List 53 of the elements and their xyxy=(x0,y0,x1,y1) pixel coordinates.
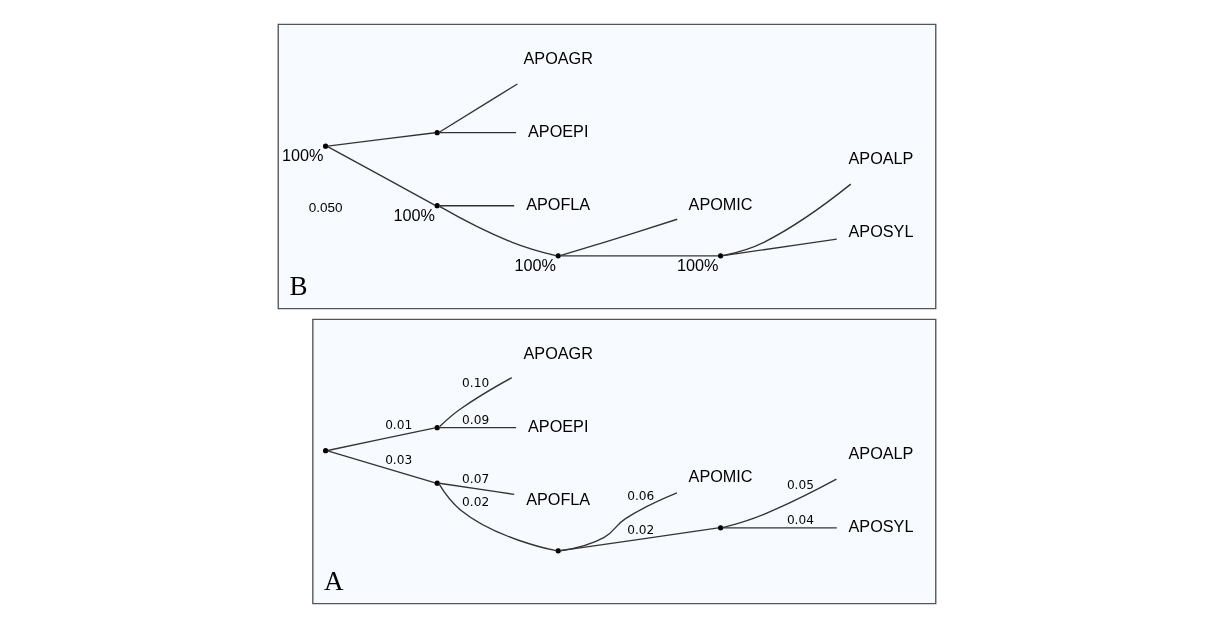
connector xyxy=(438,205,515,207)
node-point xyxy=(434,203,440,209)
node-point xyxy=(555,548,561,554)
node-text: APOEPI xyxy=(528,416,589,435)
edge-label: 0.04 xyxy=(786,513,814,528)
edge-label: 0.03 xyxy=(385,453,413,468)
node-text: APOALP xyxy=(848,148,914,167)
node-label: 100% xyxy=(514,255,557,274)
label: 0.050 xyxy=(308,199,343,215)
connector xyxy=(438,205,557,257)
connector xyxy=(721,183,852,257)
node-text: APOAGR xyxy=(523,343,593,362)
node-label: 100% xyxy=(676,255,719,274)
node-point xyxy=(322,448,329,454)
node-text: APOMIC xyxy=(688,194,753,213)
connector xyxy=(438,482,515,496)
node-label: 100% xyxy=(393,205,435,224)
node-text: APOSYL xyxy=(848,222,914,240)
node-text: APOAGR xyxy=(523,48,593,67)
edge-label: 0.09 xyxy=(462,412,490,427)
node-point xyxy=(555,253,561,259)
edge-label: 0.10 xyxy=(462,376,490,391)
edge-label: 0.05 xyxy=(786,477,814,492)
node-point xyxy=(434,130,440,136)
node-text: APOFLA xyxy=(526,194,591,213)
edge-label: 0.02 xyxy=(462,495,490,510)
connector xyxy=(438,83,519,133)
edge-label: 0.06 xyxy=(627,488,655,503)
node-text: APOFLA xyxy=(526,489,591,508)
connector xyxy=(438,132,517,134)
node-text: APOEPI xyxy=(528,121,589,140)
connector xyxy=(721,478,838,529)
node-point xyxy=(322,143,329,149)
connector xyxy=(438,427,517,429)
connector xyxy=(326,145,436,207)
edge-label: 0.01 xyxy=(385,418,413,433)
node-point xyxy=(717,525,724,531)
node-point xyxy=(434,480,440,486)
node-point xyxy=(434,425,440,431)
node-text: APOMIC xyxy=(688,466,753,485)
connector xyxy=(326,132,436,147)
node-label: 100% xyxy=(281,146,324,165)
connector xyxy=(559,492,678,552)
edge-label: 0.02 xyxy=(627,522,655,537)
connector xyxy=(438,483,557,552)
node-text: APOALP xyxy=(848,443,914,462)
connector xyxy=(326,450,436,484)
node-text: APOSYL xyxy=(848,517,914,536)
connector xyxy=(326,427,436,452)
connector xyxy=(559,218,678,257)
connector xyxy=(439,377,513,428)
edge-label: 0.07 xyxy=(462,472,490,487)
node-point xyxy=(717,253,724,259)
